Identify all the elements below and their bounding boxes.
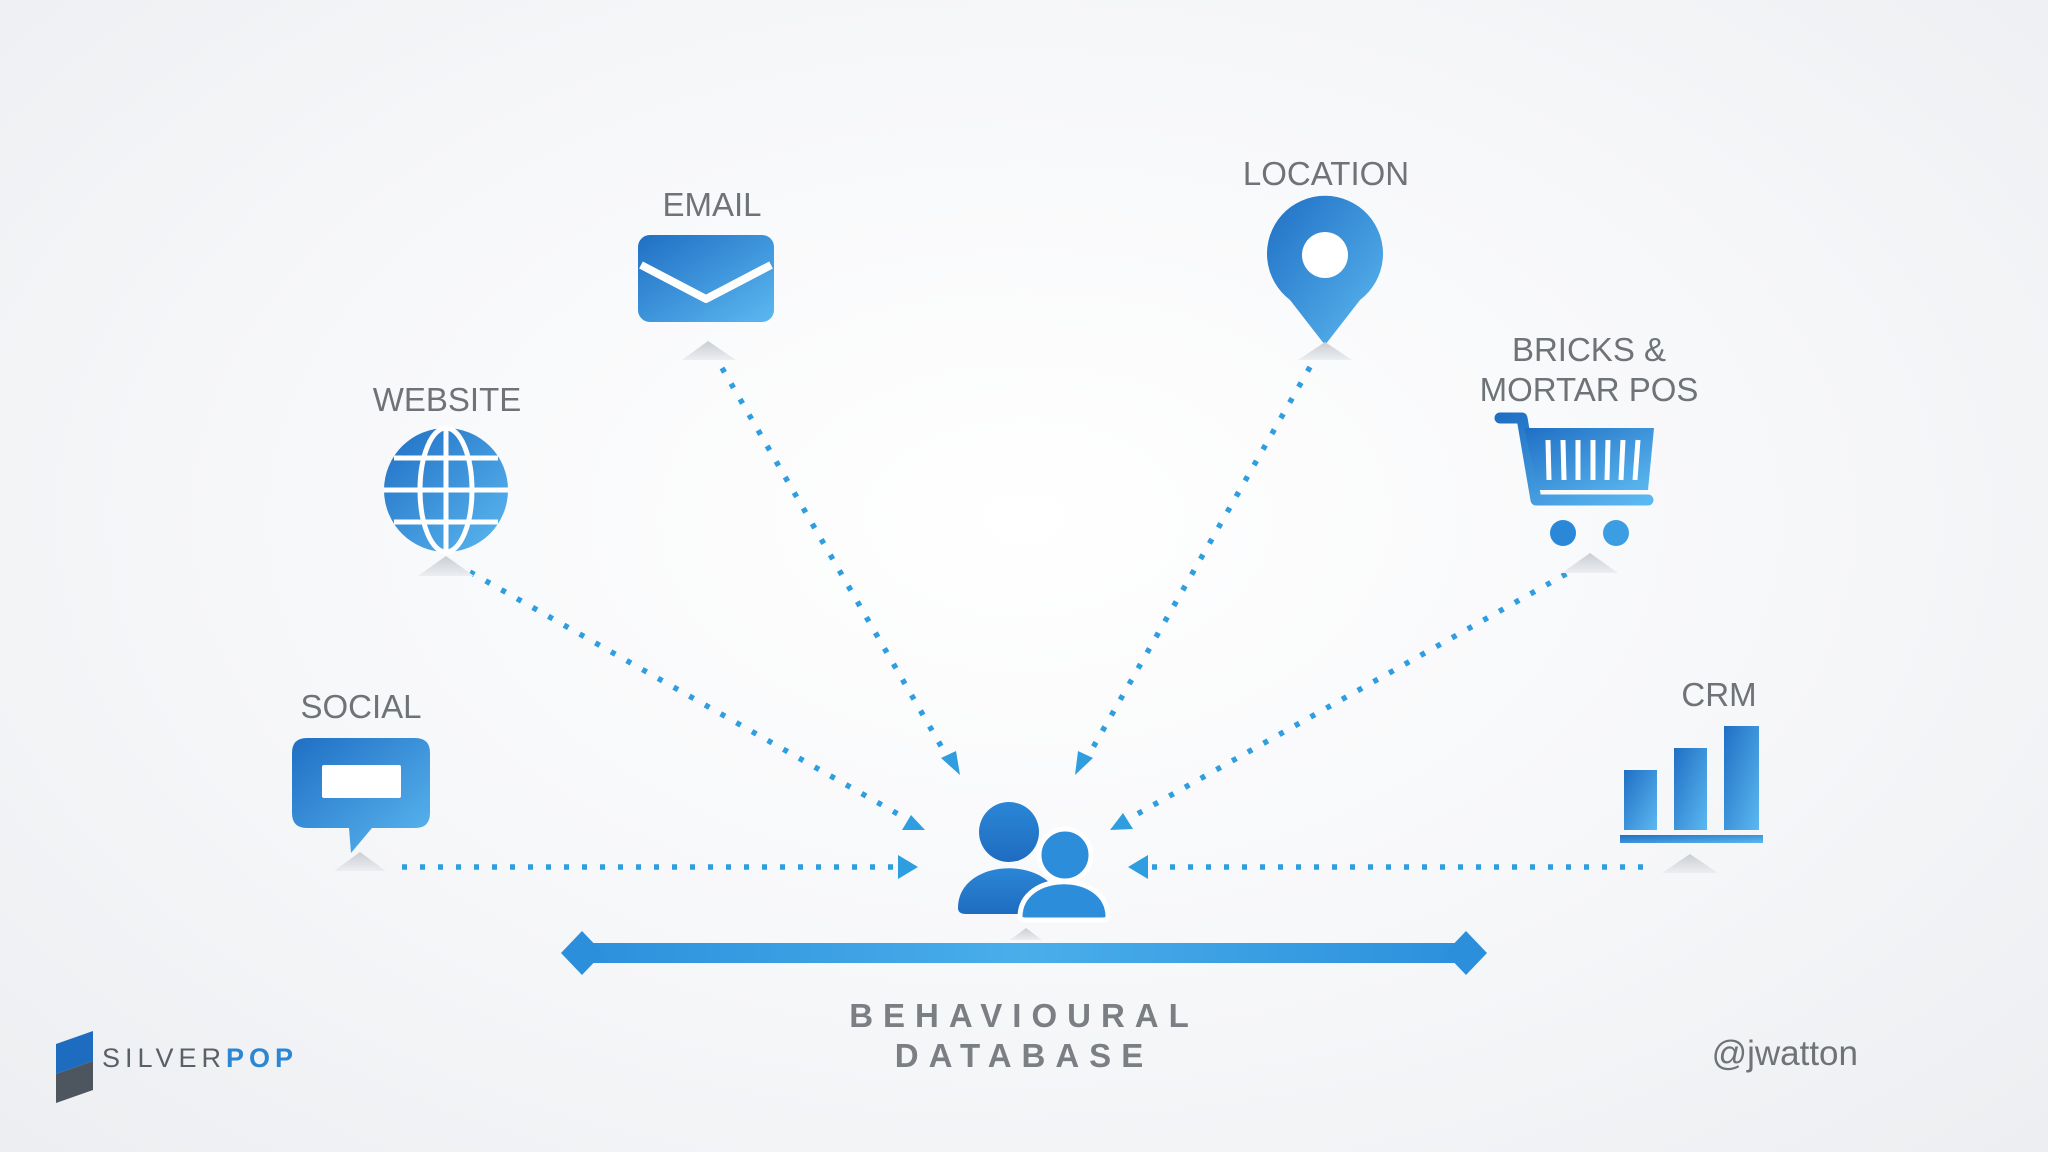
node-bricks-mortar-pos: BRICKS & MORTAR POS <box>1480 331 1699 573</box>
pointer-email <box>682 341 736 360</box>
node-crm: CRM <box>1620 676 1763 873</box>
users-icon <box>958 802 1111 923</box>
bar-chart-icon <box>1620 726 1763 843</box>
node-label-bricks-line1: BRICKS & <box>1512 331 1666 368</box>
envelope-icon <box>638 235 774 322</box>
node-website: WEBSITE <box>373 381 522 576</box>
svg-text:SILVERPOP: SILVERPOP <box>102 1043 298 1073</box>
node-email: EMAIL <box>638 186 774 360</box>
arrow-head-crm <box>1128 855 1148 879</box>
node-label-crm: CRM <box>1681 676 1756 713</box>
logo-text-pop: POP <box>226 1043 298 1073</box>
pointer-social <box>334 852 386 871</box>
pointer-bricks <box>1562 553 1618 573</box>
twitter-handle: @jwatton <box>1712 1034 1858 1073</box>
node-label-location: LOCATION <box>1243 155 1409 192</box>
node-label-bricks-line2: MORTAR POS <box>1480 371 1699 408</box>
database-label-line2: DATABASE <box>895 1037 1153 1074</box>
arrow-head-location <box>1075 751 1093 775</box>
node-label-social: SOCIAL <box>300 688 421 725</box>
globe-icon <box>384 425 508 555</box>
node-location: LOCATION <box>1243 155 1409 360</box>
database-label-line1: BEHAVIOURAL <box>849 997 1199 1034</box>
pointer-crm <box>1662 854 1718 873</box>
arrow-location <box>1080 365 1313 767</box>
pointer-location <box>1298 342 1352 360</box>
arrow-head-email <box>941 751 960 775</box>
silverpop-logo: SILVERPOP <box>56 1031 298 1103</box>
silverpop-logo-mark <box>56 1031 93 1103</box>
arrow-email <box>719 366 955 767</box>
arrow-website <box>468 569 914 825</box>
pointer-website <box>418 556 474 576</box>
pointer-center <box>1010 928 1042 940</box>
node-label-email: EMAIL <box>662 186 761 223</box>
arrow-head-bricks <box>1110 813 1133 830</box>
database-span-bar <box>561 931 1487 975</box>
arrow-bricks <box>1121 562 1584 825</box>
shopping-cart-icon <box>1494 412 1654 546</box>
arrow-head-social <box>898 855 918 879</box>
logo-text-silver: SILVER <box>102 1043 226 1073</box>
node-social: SOCIAL <box>292 688 430 871</box>
node-label-website: WEBSITE <box>373 381 522 418</box>
arrow-head-website <box>902 815 925 830</box>
speech-bubble-icon <box>292 738 430 853</box>
connector-arrows <box>402 365 1643 879</box>
map-pin-icon <box>1267 195 1384 345</box>
